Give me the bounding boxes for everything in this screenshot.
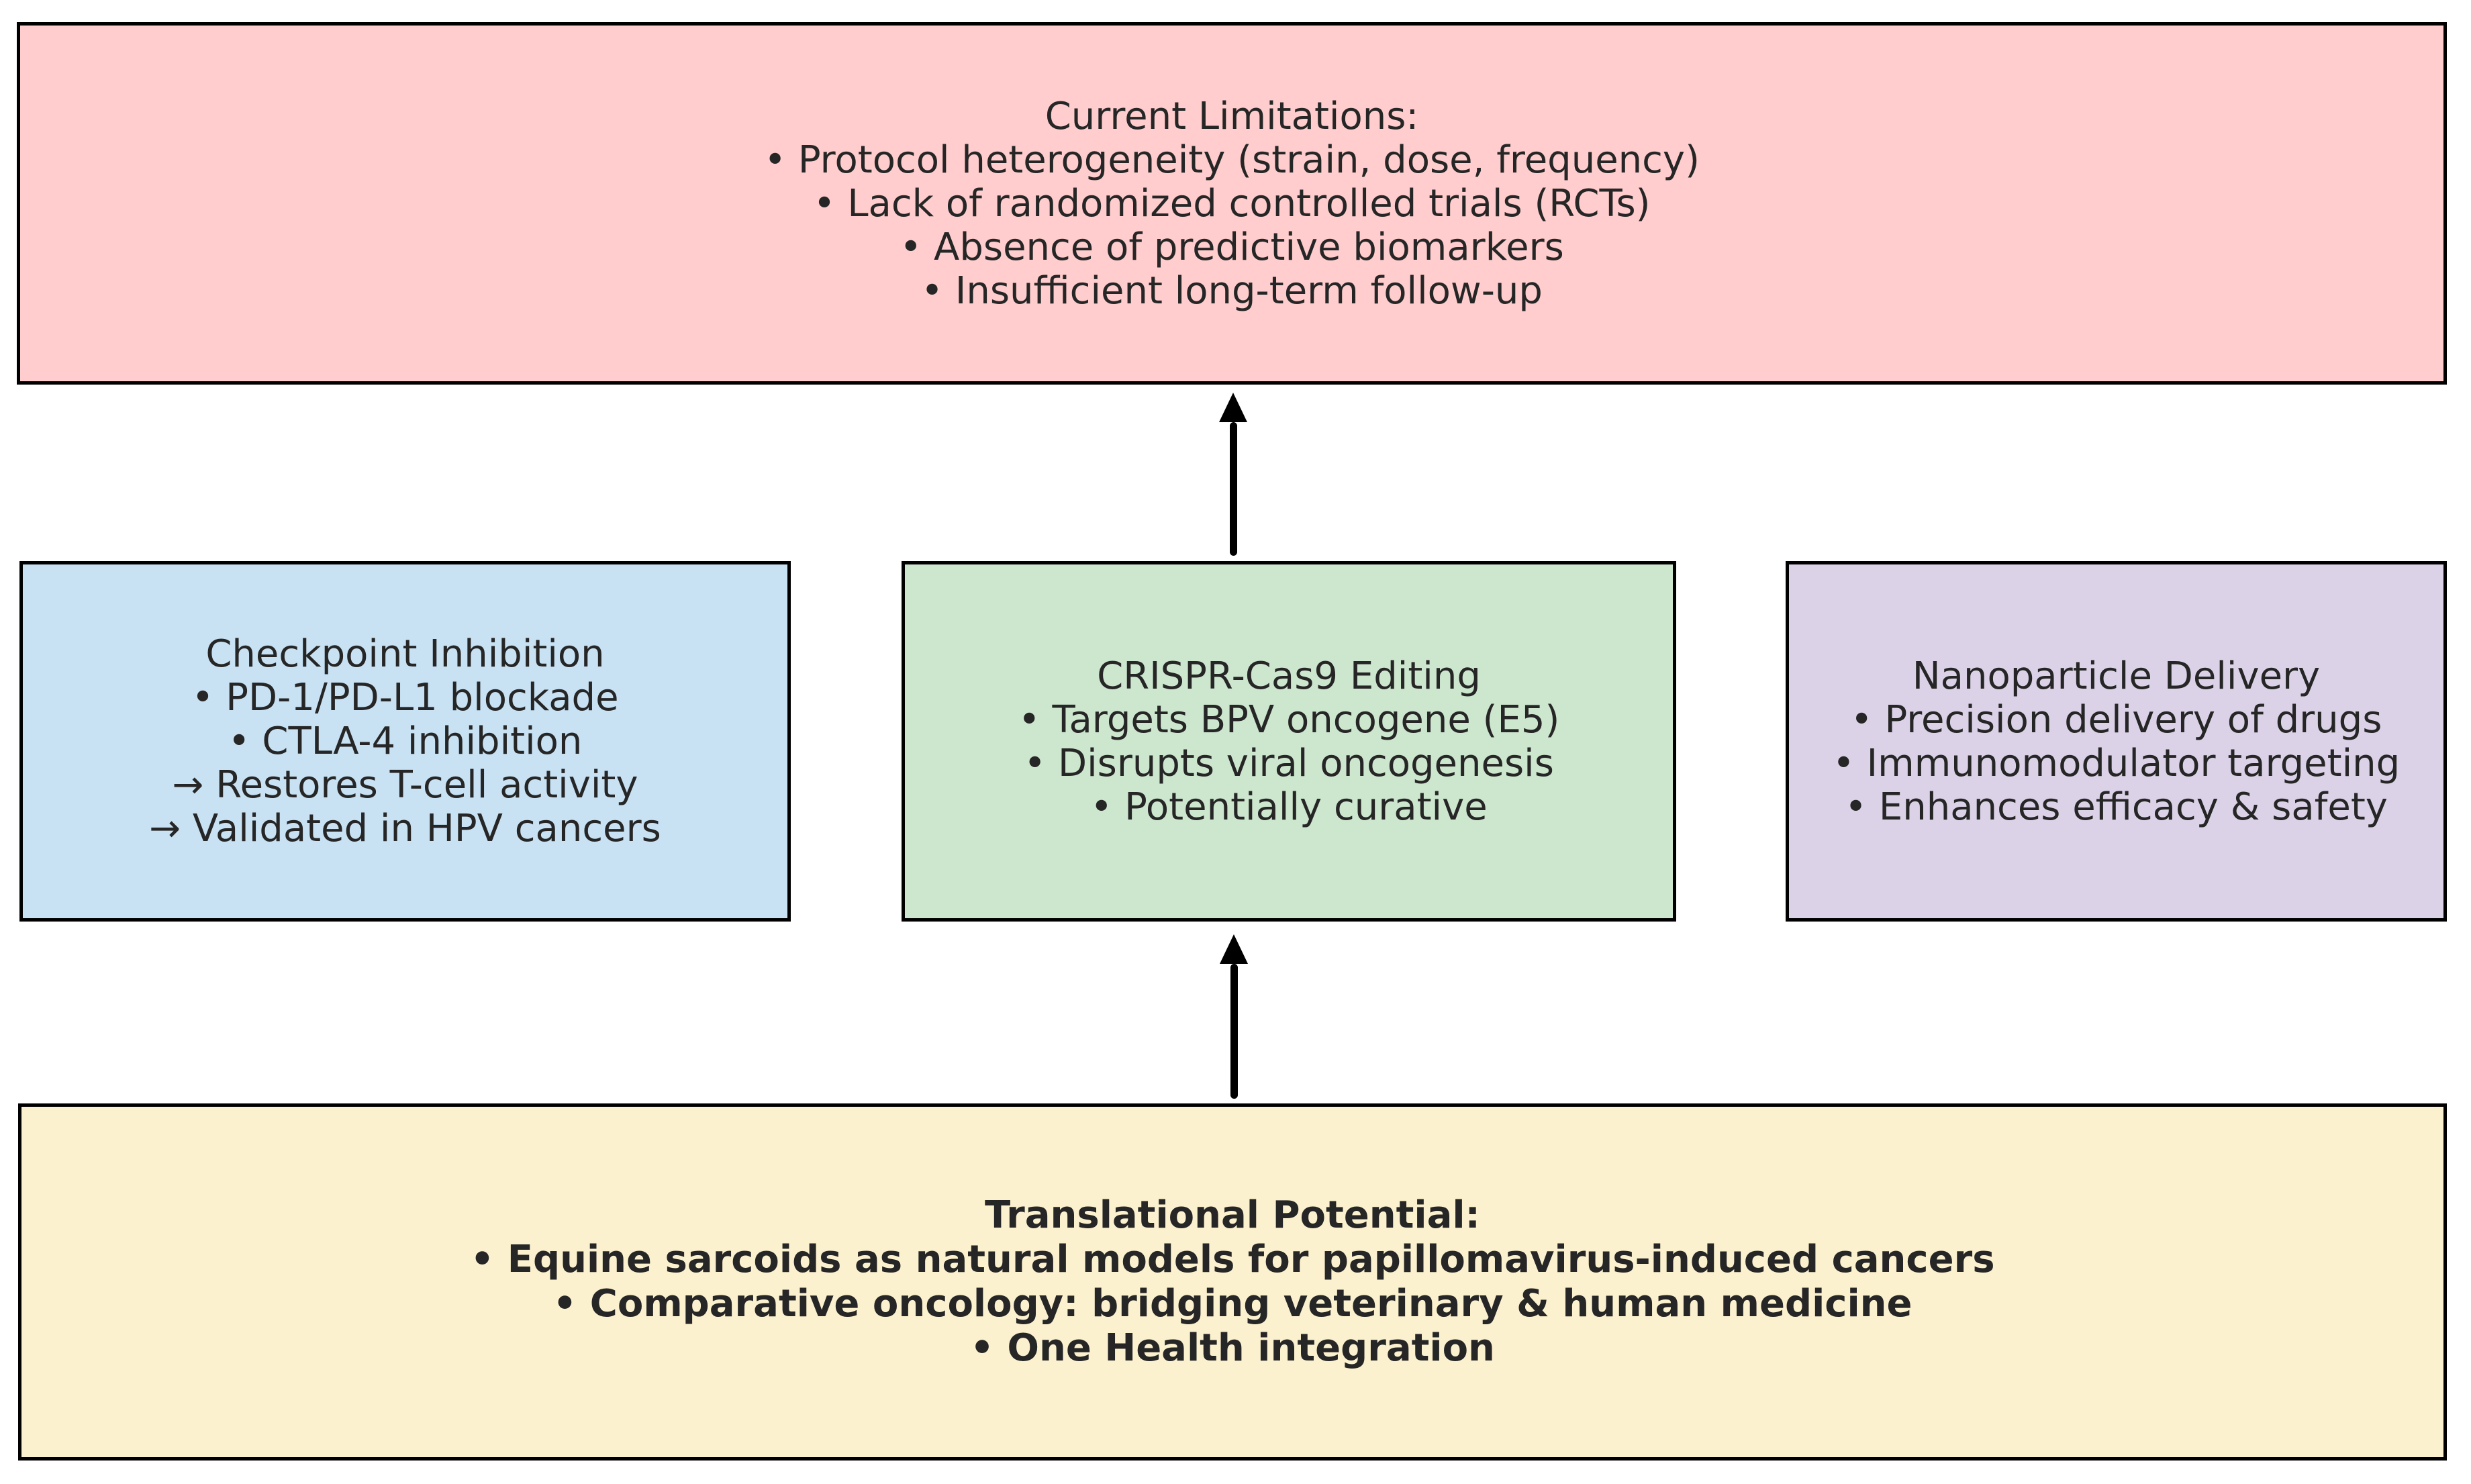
arrow-shaft xyxy=(1229,422,1237,556)
checkpoint-inhibition-items: • PD-1/PD-L1 blockade• CTLA-4 inhibition… xyxy=(149,676,661,850)
text-line: • Absence of predictive biomarkers xyxy=(900,225,1564,269)
arrow-head xyxy=(1220,934,1248,964)
arrow-up-icon xyxy=(1219,934,1249,1099)
text-line: • Disrupts viral oncogenesis xyxy=(1024,741,1554,785)
checkpoint-inhibition-title: Checkpoint Inhibition xyxy=(205,632,605,676)
text-line: • Targets BPV oncogene (E5) xyxy=(1018,697,1560,742)
text-line: → Restores T-cell activity xyxy=(172,763,638,807)
current-limitations-box: Current Limitations: • Protocol heteroge… xyxy=(17,22,2447,385)
text-line: • Precision delivery of drugs xyxy=(1850,697,2382,742)
arrow-up-icon xyxy=(1218,393,1248,556)
translational-potential-items: • Equine sarcoids as natural models for … xyxy=(470,1238,1994,1371)
current-limitations-items: • Protocol heterogeneity (strain, dose, … xyxy=(764,138,1700,313)
text-line: • Potentially curative xyxy=(1090,785,1488,829)
text-line: • CTLA-4 inhibition xyxy=(228,720,583,763)
nanoparticle-delivery-items: • Precision delivery of drugs• Immunomod… xyxy=(1833,698,2400,829)
text-line: • Protocol heterogeneity (strain, dose, … xyxy=(764,138,1700,182)
text-line: • Comparative oncology: bridging veterin… xyxy=(552,1282,1912,1326)
crispr-cas9-editing-items: • Targets BPV oncogene (E5)• Disrupts vi… xyxy=(1018,698,1560,829)
crispr-cas9-editing-title: CRISPR-Cas9 Editing xyxy=(1097,654,1481,698)
nanoparticle-delivery-box: Nanoparticle Delivery • Precision delive… xyxy=(1786,561,2447,922)
arrow-head xyxy=(1219,393,1247,422)
current-limitations-title: Current Limitations: xyxy=(1045,94,1419,138)
text-line: • One Health integration xyxy=(970,1326,1495,1370)
checkpoint-inhibition-box: Checkpoint Inhibition • PD-1/PD-L1 block… xyxy=(19,561,791,922)
text-line: • Insufficient long-term follow-up xyxy=(921,268,1543,313)
text-line: • Immunomodulator targeting xyxy=(1832,741,2401,785)
arrow-shaft xyxy=(1230,964,1238,1099)
nanoparticle-delivery-title: Nanoparticle Delivery xyxy=(1912,654,2321,698)
translational-potential-box: Translational Potential: • Equine sarcoi… xyxy=(18,1103,2447,1461)
translational-potential-title: Translational Potential: xyxy=(985,1193,1480,1237)
text-line: • Enhances efficacy & safety xyxy=(1845,785,2388,829)
crispr-cas9-editing-box: CRISPR-Cas9 Editing • Targets BPV oncoge… xyxy=(902,561,1676,922)
text-line: • Lack of randomized controlled trials (… xyxy=(813,181,1651,226)
text-line: • PD-1/PD-L1 blockade xyxy=(191,676,619,720)
text-line: • Equine sarcoids as natural models for … xyxy=(470,1238,1995,1281)
text-line: → Validated in HPV cancers xyxy=(149,807,661,850)
